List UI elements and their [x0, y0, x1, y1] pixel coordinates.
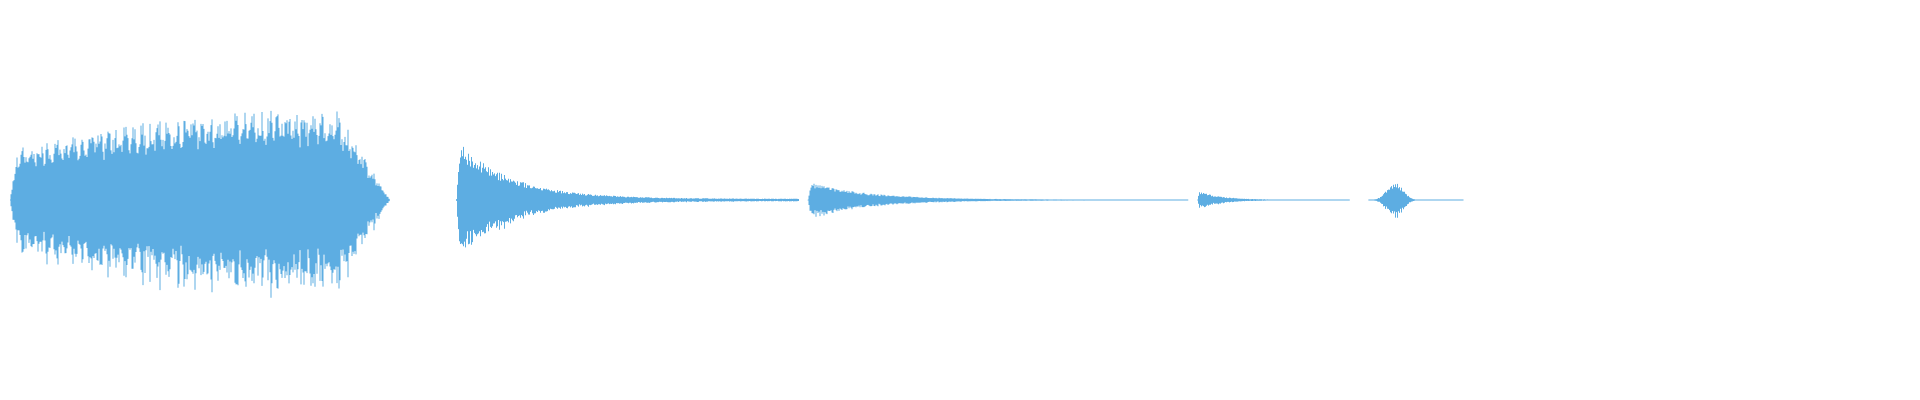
segment-4 — [1197, 192, 1350, 208]
segment-3-amplitude — [807, 183, 1189, 217]
segment-1-amplitude — [10, 110, 390, 298]
segment-5-amplitude — [1368, 183, 1422, 218]
segment-3 — [807, 183, 1189, 217]
segment-2 — [456, 146, 799, 248]
segment-2-amplitude — [456, 146, 799, 248]
segment-4-amplitude — [1197, 192, 1350, 208]
waveform-group — [10, 110, 1464, 298]
segment-1 — [10, 110, 390, 298]
segment-5 — [1368, 183, 1464, 218]
